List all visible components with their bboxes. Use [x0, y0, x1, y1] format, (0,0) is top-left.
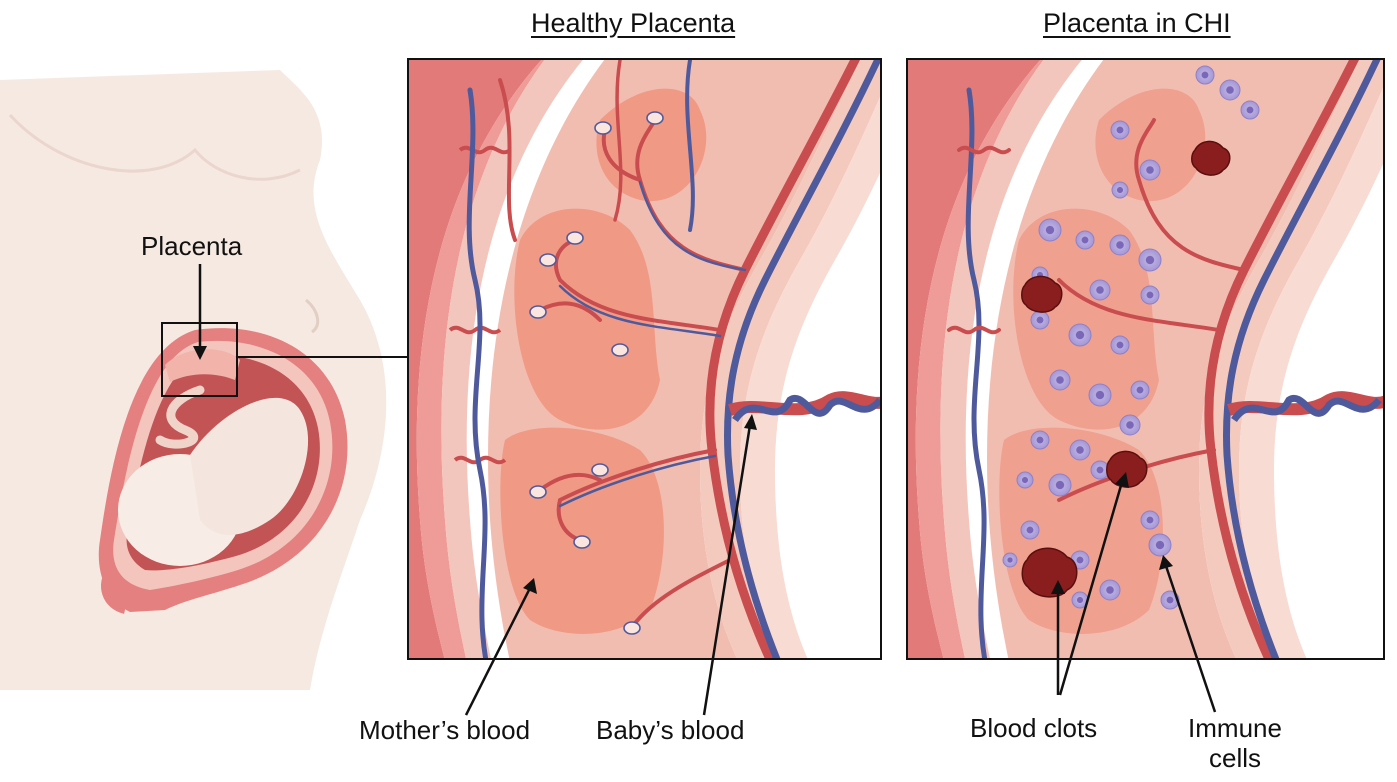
mothers-blood-label: Mother’s blood: [359, 716, 530, 746]
chi-placenta-title: Placenta in CHI: [1043, 8, 1231, 39]
immune-cells-label: Immune cells: [1176, 714, 1294, 774]
babys-blood-label: Baby’s blood: [596, 716, 744, 746]
maternal-blood-lobe: [500, 428, 664, 634]
healthy-placenta-title: Healthy Placenta: [531, 8, 735, 39]
blood-clots-label: Blood clots: [970, 714, 1097, 744]
immune-cells-label-line1: Immune: [1176, 714, 1294, 744]
healthy-placenta-panel: [408, 40, 935, 700]
placenta-label: Placenta: [141, 232, 242, 262]
pregnant-body-illustration: [0, 70, 386, 690]
chi-placenta-panel: [907, 40, 1397, 700]
immune-cells-label-line2: cells: [1176, 744, 1294, 774]
